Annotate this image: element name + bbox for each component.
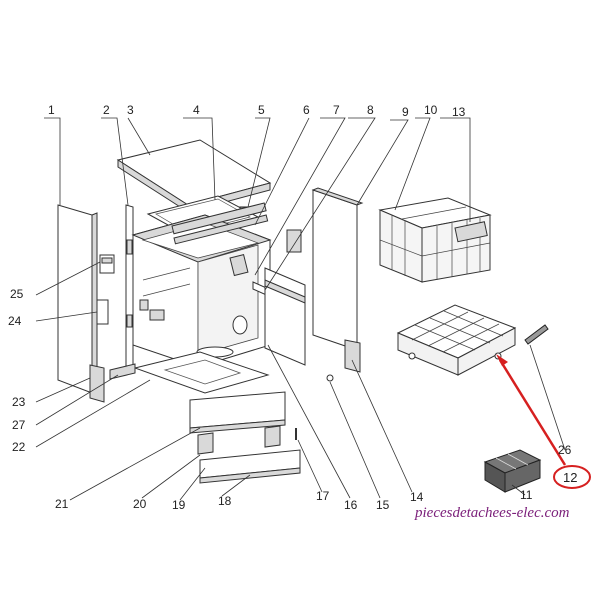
callout-22: 22 [12,440,26,454]
callout-10: 10 [424,103,438,117]
leader-lines [35,117,566,501]
tub-body [131,202,272,368]
part-8-door [264,229,306,366]
part-12-lower-basket [396,304,517,376]
part-24-bracket [96,299,109,325]
callout-20: 20 [133,497,147,511]
callout-8: 8 [367,103,374,117]
callout-15: 15 [376,498,390,512]
callout-11: 11 [520,488,533,502]
part-15-pin [326,374,334,382]
part-6-rail [229,254,249,277]
callout-4: 4 [193,103,200,117]
part-1-left-side-panel [57,204,98,394]
callout-19: 19 [172,498,186,512]
part-22-base-plate [133,351,270,394]
callout-23: 23 [12,395,26,409]
callout-2: 2 [103,103,110,117]
watermark: piecesdetachees-elec.com [414,505,570,521]
callout-13: 13 [452,105,466,119]
highlight-circle-12 [553,465,591,489]
part-10-upper-basket [378,197,492,283]
callout-24: 24 [8,314,22,328]
callout-labels: 1 2 3 4 5 6 7 8 9 10 13 25 24 23 27 22 2… [8,103,577,512]
callout-26: 26 [558,443,572,457]
part-9-right-side-panel [311,187,364,351]
callout-18: 18 [218,494,232,508]
callout-14: 14 [410,490,424,504]
part-26-spray-tube [524,324,549,345]
callout-1: 1 [48,103,55,117]
part-25-bracket [99,254,115,274]
part-11-cutlery-basket [483,449,542,493]
part-21-kickplate-frame [189,391,286,434]
callout-7: 7 [333,103,340,117]
callout-21: 21 [55,497,69,511]
part-18-plinth [199,449,301,484]
callout-25: 25 [10,287,24,301]
callout-3: 3 [127,103,134,117]
callout-17: 17 [316,489,330,503]
callout-16: 16 [344,498,358,512]
part-27-bracket [109,363,136,380]
part-23-foot-bracket [89,364,105,403]
callout-6: 6 [303,103,310,117]
part-20-foot [197,425,281,455]
part-13-cup-rack [454,221,488,243]
part-3-worktop [116,139,272,213]
part-2-left-rail [125,204,134,373]
callout-12: 12 [563,470,577,485]
part-14-bracket [344,339,361,373]
highlight-arrow [496,354,567,466]
callout-5: 5 [258,103,265,117]
callout-9: 9 [402,105,409,119]
callout-27: 27 [12,418,26,432]
